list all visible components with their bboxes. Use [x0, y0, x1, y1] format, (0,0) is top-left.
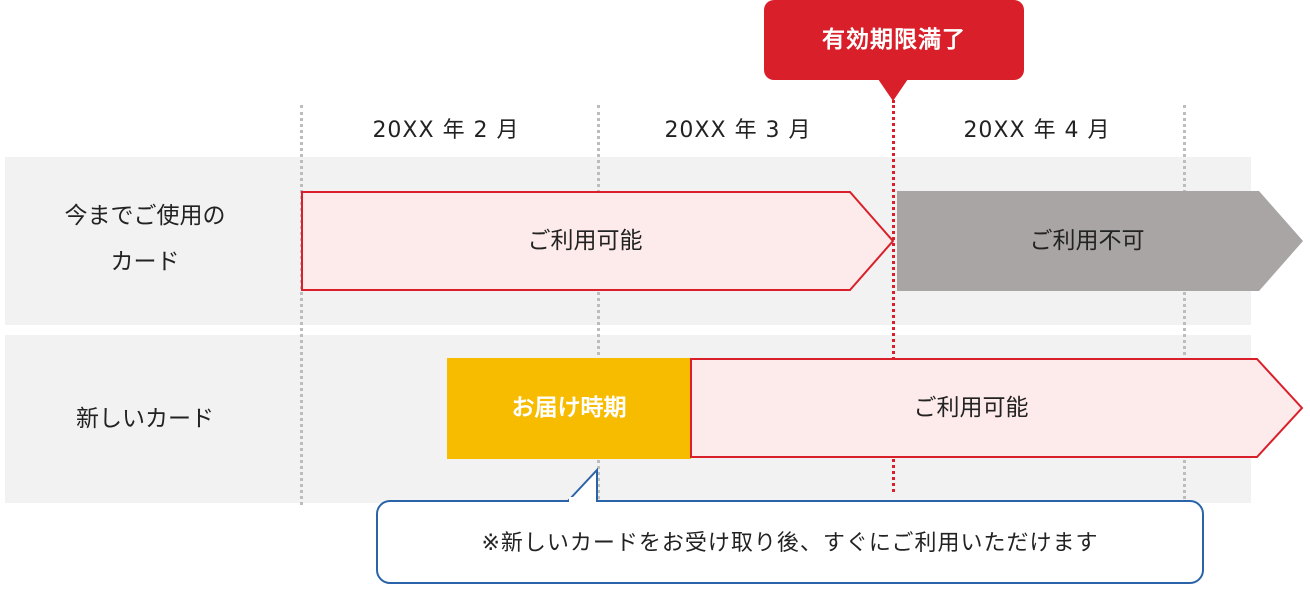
month-label-mar: 20XX 年 3 月 [664, 118, 812, 143]
current-card-unavailable-arrow: ご利用不可 [897, 191, 1305, 292]
note-text: ※新しいカードをお受け取り後、すぐにご利用いただけます [481, 531, 1099, 556]
current-card-unavailable-shape [897, 191, 1303, 291]
note-bubble-pointer-gap [569, 497, 596, 505]
current-card-label: 今までご使用の カード [5, 193, 285, 285]
note-bubble: ※新しいカードをお受け取り後、すぐにご利用いただけます [376, 500, 1204, 584]
new-card-available-arrow: ご利用可能 [690, 358, 1304, 459]
month-divider-2 [597, 105, 600, 505]
current-card-label-line1: 今までご使用の [64, 203, 226, 229]
current-card-available-shape [301, 191, 895, 291]
current-card-unavailable-label: ご利用不可 [1029, 228, 1145, 254]
new-card-available-label: ご利用可能 [913, 395, 1029, 421]
expiry-callout: 有効期限満了 [764, 0, 1024, 80]
new-card-delivery-block: お届け時期 [447, 358, 691, 459]
month-divider-1 [300, 105, 303, 505]
new-card-available-shape [690, 358, 1304, 458]
month-label-feb: 20XX 年 2 月 [372, 118, 520, 143]
month-divider-4 [1183, 105, 1186, 505]
expiry-callout-label: 有効期限満了 [822, 27, 966, 53]
expiry-divider [892, 100, 895, 492]
month-label-apr: 20XX 年 4 月 [963, 118, 1111, 143]
current-card-label-line2: カード [110, 249, 180, 275]
expiry-callout-pointer [878, 79, 908, 101]
note-bubble-pointer [567, 468, 598, 502]
current-card-available-arrow: ご利用可能 [301, 191, 895, 292]
current-card-available-label: ご利用可能 [527, 228, 643, 254]
new-card-label: 新しいカード [76, 406, 214, 432]
